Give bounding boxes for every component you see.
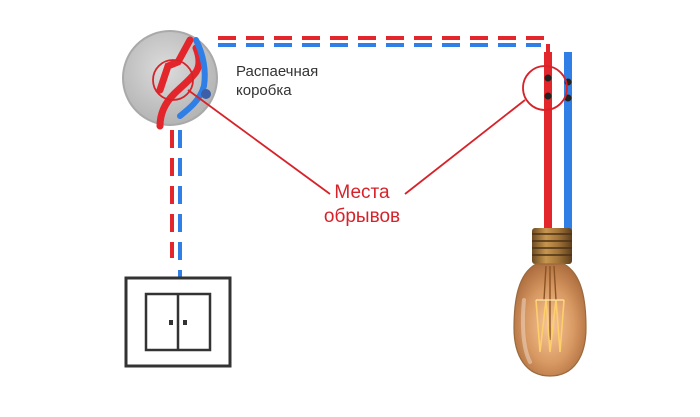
break-marker-junction [152, 59, 194, 101]
break-marker-lamp [522, 65, 568, 111]
break-points-label-line1: Места [334, 182, 390, 203]
lamp-phase-wire [544, 52, 552, 232]
junction-box-label-line1: Распаечная [236, 63, 319, 80]
callout-line-left [187, 89, 331, 195]
lamp-terminal-dots [544, 74, 572, 102]
junction-box-label-line2: коробка [236, 82, 292, 99]
lamp-neutral-wire [564, 52, 572, 232]
double-switch-icon [124, 276, 232, 368]
junction-box-label: Распаечная коробка [236, 62, 318, 100]
edison-bulb-icon [513, 228, 587, 377]
break-points-label-line2: обрывов [323, 206, 401, 227]
phase-wire-top [218, 36, 550, 52]
junction-box-icon [122, 30, 218, 130]
callout-line-right [404, 99, 526, 195]
break-points-label: Места обрывов [297, 181, 427, 229]
